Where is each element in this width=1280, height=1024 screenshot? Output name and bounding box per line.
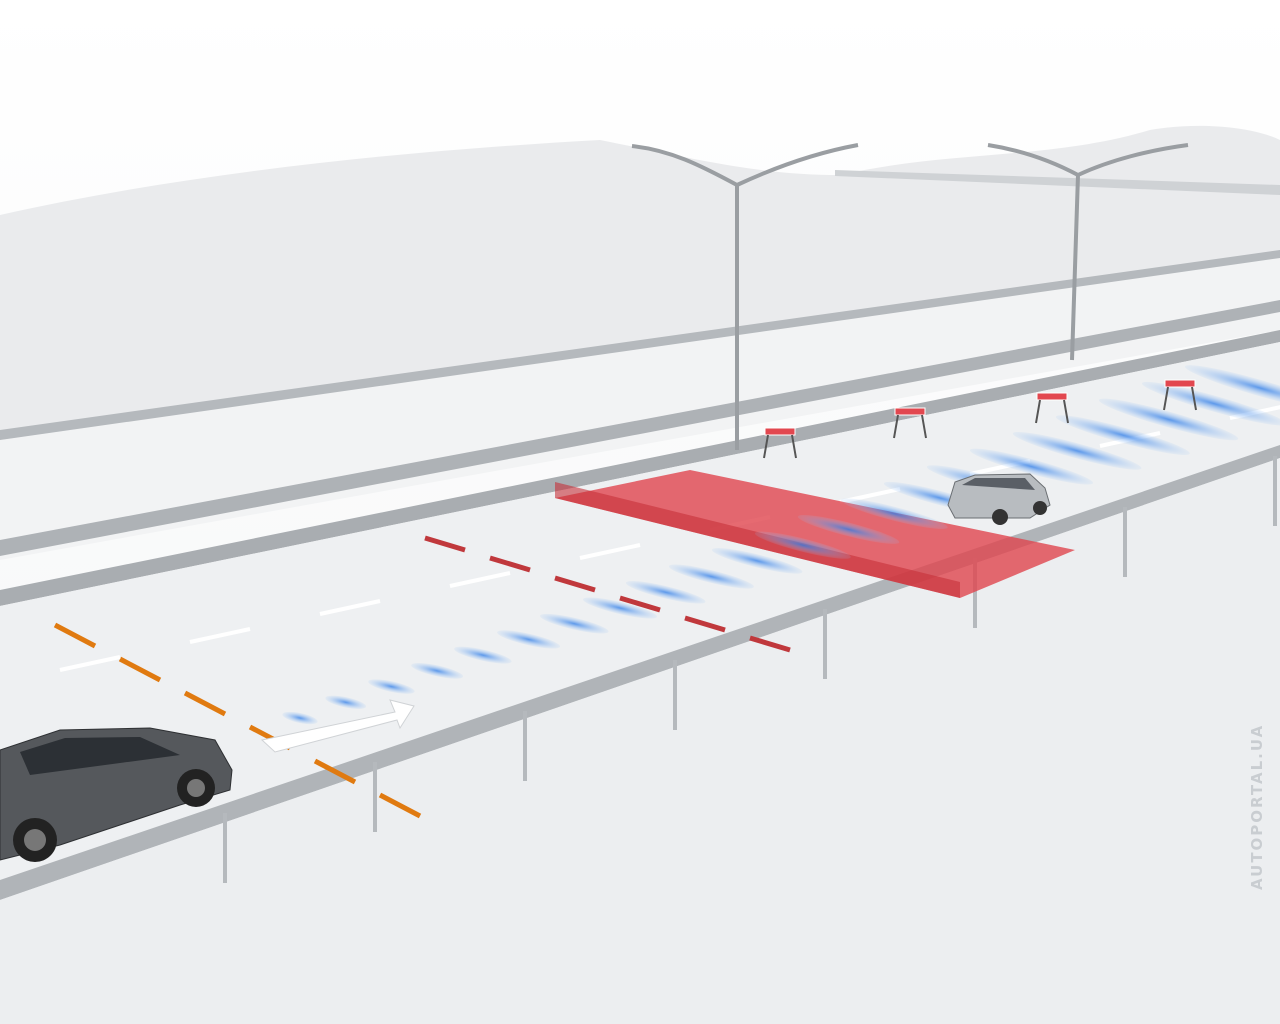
median-guardrail-2: [0, 330, 1280, 606]
car-ahead: [947, 473, 1051, 525]
radar-stripe: [1055, 415, 1190, 456]
radar-stripe: [1141, 381, 1280, 426]
road-barriers: [763, 379, 1197, 459]
radar-stripe: [668, 564, 754, 589]
road-barrier: [1035, 392, 1069, 424]
street-lamp: [631, 143, 1189, 450]
barrier-board: [764, 427, 796, 436]
direction-arrow: [260, 699, 415, 753]
white-lane-dash: [579, 543, 641, 560]
red-lane-dash: [684, 615, 726, 633]
white-lane-dash: [59, 655, 121, 672]
median-guardrail: [0, 300, 1280, 556]
red-lane-dash: [554, 575, 596, 593]
radar-stripe: [411, 663, 464, 679]
road-barrier: [763, 427, 797, 459]
red-lane-dash: [619, 595, 661, 613]
orange-lane-dash: [313, 758, 357, 785]
barrier-legs: [1035, 399, 1069, 424]
radar-stripe: [969, 448, 1093, 485]
barrier-legs: [763, 434, 797, 459]
verge: [0, 458, 1280, 1024]
orange-lane-dash: [118, 656, 162, 683]
radar-stripe: [540, 613, 609, 634]
red-lane-dash: [424, 535, 466, 553]
radar-stripe: [1098, 398, 1239, 441]
overpass: [835, 170, 1280, 195]
white-lane-dash: [449, 571, 511, 588]
red-lane-dash: [749, 635, 791, 653]
radar-stripe: [840, 498, 948, 530]
white-lane-dash: [189, 627, 251, 644]
radar-stripe: [497, 630, 561, 649]
own-car: [0, 727, 233, 862]
radar-stripe: [1012, 431, 1142, 470]
radar-stripe: [754, 531, 851, 559]
orange-lane-dash: [53, 622, 97, 649]
radar-stripe: [325, 695, 367, 709]
danger-zone-edge: [555, 482, 960, 598]
road-barrier: [893, 407, 927, 439]
orange-lane-dash: [183, 690, 227, 717]
watermark: AUTOPORTAL.UA: [1248, 723, 1266, 890]
barrier-board: [1036, 392, 1068, 401]
white-lane-dash: [319, 599, 381, 616]
radar-stripe: [1184, 365, 1280, 411]
radar-stripe: [625, 581, 706, 604]
guardrail-posts: [223, 456, 1277, 883]
far-guardrail: [0, 250, 1280, 440]
orange-lane-dash: [378, 792, 422, 819]
barrier-legs: [893, 414, 927, 439]
road-barrier: [1163, 379, 1197, 411]
radar-stripe: [282, 711, 318, 725]
barrier-legs: [1163, 386, 1197, 411]
red-lane-dash: [489, 555, 531, 573]
danger-zone: [555, 470, 1075, 598]
barrier-board: [1164, 379, 1196, 388]
radar-stripe: [454, 646, 512, 664]
hills: [0, 125, 1280, 441]
radar-stripe: [582, 597, 658, 619]
radar-stripe: [711, 548, 803, 574]
radar-beams: [282, 365, 1280, 725]
radar-stripe: [797, 514, 900, 544]
barrier-board: [894, 407, 926, 416]
radar-stripe: [368, 679, 415, 694]
